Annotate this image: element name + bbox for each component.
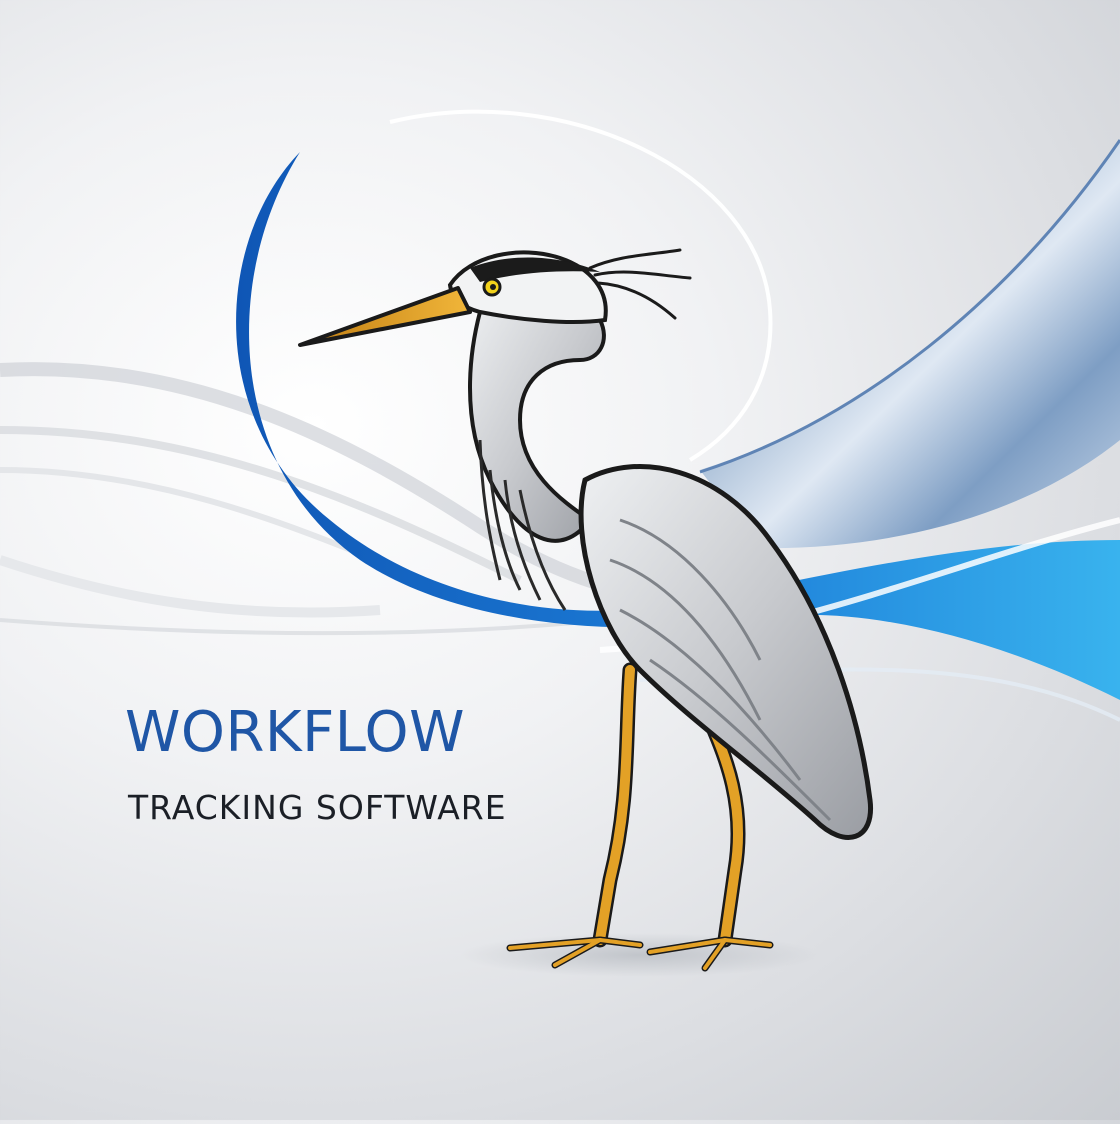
silver-band — [700, 140, 1120, 549]
brand-title: WORKFLOW — [125, 700, 465, 765]
brand-subtitle: TRACKING SOFTWARE — [128, 788, 507, 827]
blue-swoosh — [236, 152, 1120, 700]
heron-icon — [298, 248, 874, 972]
white-arc — [389, 109, 773, 462]
